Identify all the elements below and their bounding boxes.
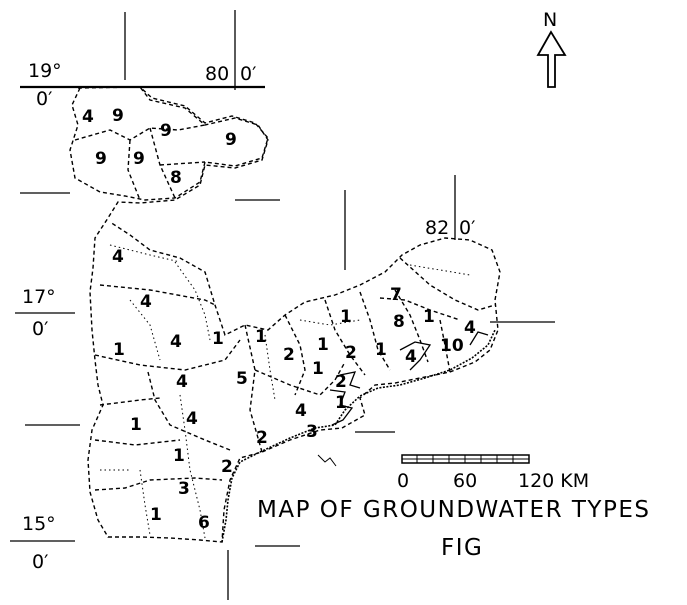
scale-label-120: 120 KM — [518, 470, 589, 492]
north-label: N — [543, 9, 557, 31]
map-title: MAP OF GROUNDWATER TYPES — [257, 497, 650, 523]
zone-label: 8 — [393, 312, 405, 332]
lat-15-min-label: 0′ — [32, 551, 48, 573]
zone-label: 3 — [178, 479, 190, 499]
coastline — [221, 329, 496, 543]
zone-label: 1 — [130, 415, 142, 435]
north-arrow — [536, 30, 567, 88]
zone-label: 1 — [173, 446, 185, 466]
zone-label: 4 — [176, 372, 188, 392]
zone-label: 4 — [82, 107, 94, 127]
zone-label: 9 — [160, 121, 172, 141]
scale-label-0: 0 — [397, 470, 409, 492]
dotted-boundaries — [100, 244, 471, 539]
zone-label: 2 — [345, 343, 357, 363]
lat-19-min-label: 0′ — [36, 88, 52, 110]
region-outline — [77, 86, 501, 543]
zone-label: 2 — [283, 345, 295, 365]
lat-17-min-label: 0′ — [32, 318, 48, 340]
zone-label: 9 — [225, 130, 237, 150]
zone-label: 4 — [186, 409, 198, 429]
zone-label: 2 — [221, 457, 233, 477]
scale-label-60: 60 — [453, 470, 477, 492]
lat-15-label: 15° — [22, 513, 56, 535]
zone-label: 2 — [335, 372, 347, 392]
zone-label: 2 — [256, 428, 268, 448]
figure-label: FIG — [441, 535, 483, 561]
lon-80-min-label: 0′ — [240, 63, 256, 85]
zone-label: 4 — [295, 401, 307, 421]
zone-label: 7 — [390, 285, 402, 305]
zone-label: 1 — [423, 307, 435, 327]
zone-label: 3 — [306, 422, 318, 442]
zone-label: 6 — [198, 513, 210, 533]
zone-label: 1 — [312, 359, 324, 379]
zone-label: 9 — [133, 149, 145, 169]
zone-label: 1 — [317, 335, 329, 355]
lon-80-label: 80 — [205, 63, 229, 85]
zone-labels: 4 9 9 9 9 9 8 4 4 1 4 1 1 4 5 1 4 1 2 1 … — [82, 106, 476, 533]
zone-label: 4 — [112, 247, 124, 267]
zone-label: 9 — [95, 149, 107, 169]
lon-82-min-label: 0′ — [459, 217, 475, 239]
zone-label: 4 — [170, 332, 182, 352]
zone-label: 1 — [335, 393, 347, 413]
zone-label: 4 — [140, 292, 152, 312]
grid-lines — [10, 10, 555, 600]
lon-82-label: 82 — [425, 217, 449, 239]
scale-bar — [401, 454, 530, 464]
zone-label: 1 — [113, 340, 125, 360]
zone-label: 4 — [405, 347, 417, 367]
zone-label: 1 — [212, 329, 224, 349]
zone-label: 10 — [440, 336, 464, 356]
zone-label: 1 — [340, 307, 352, 327]
zone-label: 4 — [464, 318, 476, 338]
zone-boundaries — [74, 124, 496, 491]
zone-label: 1 — [375, 340, 387, 360]
zone-label: 5 — [236, 369, 248, 389]
zone-label: 1 — [150, 505, 162, 525]
zone-label: 1 — [255, 327, 267, 347]
zone-label: 9 — [112, 106, 124, 126]
northern-block-outline — [69, 86, 269, 201]
lat-19-label: 19° — [28, 60, 62, 82]
zone-label: 8 — [170, 168, 182, 188]
lat-17-label: 17° — [22, 286, 56, 308]
